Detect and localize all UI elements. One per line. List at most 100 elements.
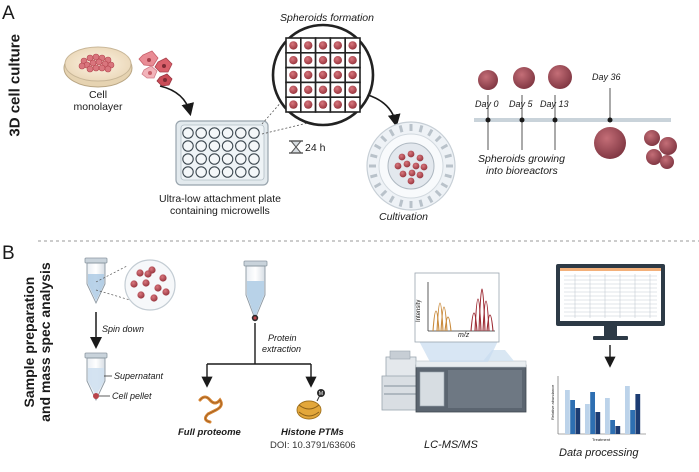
tube-pellet-icon — [84, 352, 108, 402]
plate-well — [182, 166, 194, 178]
bar-mark — [585, 404, 590, 434]
timeline-day0: Day 0 — [475, 99, 499, 109]
bioreactor-rib — [427, 195, 434, 204]
microwell-plate-icon — [175, 120, 269, 186]
histone-ptms-label: Histone PTMs — [281, 427, 344, 438]
timeline-day5: Day 5 — [509, 99, 533, 109]
tube-extraction-icon — [243, 260, 268, 322]
branch-arrows — [201, 323, 317, 388]
plate-well — [182, 140, 194, 152]
grid-spheroid — [289, 41, 298, 50]
petri-dish-icon — [63, 46, 133, 88]
suspended-cell — [142, 279, 150, 287]
plate-well — [248, 166, 260, 178]
bioreactor-spheroid — [394, 162, 402, 170]
plate-well — [221, 127, 234, 139]
bar-mark — [595, 412, 601, 434]
bar-chart — [557, 376, 646, 435]
suspended-cell — [144, 270, 152, 278]
cell-pellet-label: Cell pellet — [112, 391, 152, 401]
bioreactor-rib — [370, 153, 378, 159]
bar-mark — [610, 420, 615, 434]
spheroid-cluster-icon — [644, 130, 677, 169]
bioreactor-rib — [418, 125, 424, 133]
loose-cells-icon — [138, 50, 173, 87]
plate-well — [221, 166, 234, 178]
spectrum-peak — [474, 298, 482, 332]
panel-b-title-line1: Sample preparation — [20, 276, 37, 408]
grid-spheroid — [304, 41, 313, 50]
spheroid-day0-icon — [478, 70, 498, 90]
spheroid-day5-icon — [513, 67, 535, 89]
suspended-cell — [130, 280, 138, 288]
bar-mark — [630, 410, 635, 434]
doi-label: DOI: 10.3791/63606 — [270, 440, 356, 451]
bioreactor-rib — [427, 128, 434, 137]
time-24h-label: 24 h — [305, 142, 326, 154]
bioreactor-rib — [418, 199, 424, 207]
grid-spheroid — [333, 100, 342, 109]
cultivation-label: Cultivation — [379, 211, 429, 223]
timeline — [474, 88, 671, 150]
zoom-line-1 — [95, 265, 128, 283]
plate-well — [235, 153, 247, 165]
bioreactor-spheroid — [416, 154, 424, 162]
suspended-cell — [159, 274, 167, 282]
grid-spheroid — [333, 70, 342, 80]
grid-spheroid — [289, 85, 298, 95]
bioreactor-spheroid — [412, 162, 420, 170]
bioreactor-rib — [380, 135, 388, 143]
bioreactor-rib — [398, 199, 404, 207]
grid-spheroid — [318, 70, 328, 80]
plate-well — [195, 153, 207, 165]
bioreactor-rib — [370, 173, 378, 179]
bioreactor-rib — [380, 189, 388, 197]
bioreactor-rib — [440, 143, 449, 150]
grid-spheroid — [318, 56, 328, 65]
plate-well — [195, 140, 207, 152]
bioreactor-spheroid — [420, 163, 428, 171]
bioreactor-spheroid — [407, 150, 415, 158]
supernatant-label: Supernatant — [114, 371, 164, 381]
bioreactor-rib — [434, 135, 442, 143]
spheroids-formation-label: Spheroids formation — [280, 12, 374, 24]
tube-cells-icon — [84, 257, 108, 305]
bar-mark — [575, 408, 581, 434]
monitor-icon — [556, 264, 665, 340]
bar-mark — [635, 394, 641, 434]
bioreactor-rib — [440, 182, 449, 189]
plate-well — [235, 140, 247, 152]
plate-well — [182, 153, 194, 165]
bioreactor-spheroid — [403, 160, 411, 168]
bioreactor-rib — [373, 182, 382, 189]
grid-spheroid — [333, 56, 342, 65]
bar-xlabel: Treatment — [592, 437, 611, 442]
spectrum-peak — [436, 302, 444, 332]
spectrum-projection — [419, 341, 498, 362]
bioreactor-rib — [388, 195, 395, 204]
suspended-cell — [162, 288, 170, 296]
suspended-cell — [154, 284, 162, 292]
cell-suspension-icon — [124, 259, 176, 311]
grid-spheroid — [348, 41, 357, 50]
zoom-line-top — [261, 99, 284, 125]
plate-well — [248, 153, 260, 165]
lcms-label: LC-MS/MS — [424, 439, 478, 451]
grid-spheroid — [289, 100, 298, 109]
bar-mark — [570, 400, 575, 434]
spectrum-peak — [444, 316, 452, 332]
bioreactor-rib — [398, 125, 404, 133]
arrow-to-bioreactor — [367, 94, 401, 128]
spectrum-peak — [432, 310, 440, 332]
grid-spheroid — [333, 85, 342, 95]
plate-caption-line2: containing microwells — [170, 205, 270, 217]
svg-text:M: M — [319, 391, 323, 397]
plate-well — [221, 140, 234, 152]
grid-spheroid — [304, 100, 313, 109]
lcms-instrument-icon — [381, 350, 527, 413]
suspended-cell — [150, 294, 158, 302]
bar-mark — [590, 392, 595, 434]
hourglass-icon — [289, 140, 303, 154]
panel-a-letter: A — [2, 3, 15, 24]
